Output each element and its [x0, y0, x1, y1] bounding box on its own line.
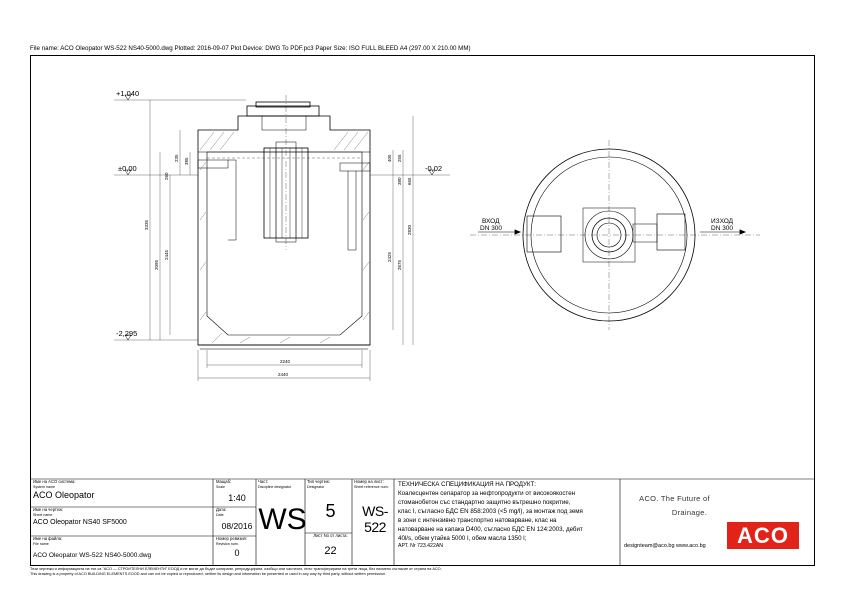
- dim-2830: 2830: [407, 224, 412, 235]
- inlet-label: ВХОД: [482, 218, 500, 225]
- date-label: Дата:: [216, 507, 227, 512]
- type-label: Тип чертеж:: [307, 479, 331, 484]
- dim-2425: 2425: [387, 251, 392, 262]
- scale-label: Мащаб:: [216, 479, 232, 484]
- part-label: Част:: [258, 479, 269, 484]
- tank-inner-cavity: [206, 151, 363, 336]
- sheet-name-label-en: Sheet name: [33, 512, 53, 517]
- date-label-en: Date: [216, 512, 224, 517]
- dim-2675: 2675: [397, 259, 402, 270]
- level-bottom: -2,295: [116, 329, 137, 338]
- dim-255: 255: [397, 154, 402, 162]
- plot-header: File name: ACO Oleopator WS-522 NS40-500…: [30, 45, 471, 52]
- dim-385: 385: [184, 157, 189, 165]
- type-value: 5: [325, 501, 336, 522]
- dim-2240: 2240: [280, 359, 291, 364]
- revision-label-en: Revision num.: [216, 541, 239, 546]
- revision-value: 0: [234, 548, 240, 559]
- part-label-en: Discipline designator: [258, 484, 292, 489]
- level-top: +1,040: [116, 89, 139, 98]
- plan-view: [470, 140, 760, 330]
- dim-2095: 2095: [154, 259, 159, 270]
- copyright-line-en: This drawing is a property of ACO BUILDI…: [30, 571, 387, 576]
- sheet-ref-value: WS-522: [362, 503, 388, 536]
- spec-line: стоманобетон със стандартно защитно вътр…: [398, 499, 571, 506]
- level-outlet: -0,02: [425, 164, 442, 173]
- system-name-value: ACO Oleopator: [33, 490, 95, 501]
- section-view: [114, 94, 450, 381]
- sheet-number-label: Лист No от листа:: [313, 533, 348, 538]
- tank-inner-circle: [530, 156, 688, 314]
- dim-260: 260: [164, 172, 169, 180]
- contact-info: designteam@aco.bg www.aco.bg: [624, 543, 706, 549]
- aco-logo: ACO: [727, 522, 799, 549]
- inlet-size: DN 300: [480, 225, 502, 232]
- type-label-en: Designator: [307, 484, 325, 489]
- sheet-name-value: ACO Oleopator NS40 SF5000: [33, 519, 127, 527]
- system-name-label: Име на ACO система:: [33, 479, 76, 484]
- spec-line: в зони с интензивно транспортно натоварв…: [398, 517, 557, 524]
- spec-line: АРТ. Nr 723.422AN: [398, 543, 444, 549]
- inlet-pipe: [197, 159, 229, 169]
- spec-line: клас I, съгласно БДС EN 858:2003 (<5 mg/…: [398, 508, 583, 515]
- dim-3335: 3335: [144, 219, 149, 230]
- sheet-ref-label-en: Sheet reference num.: [354, 484, 389, 489]
- brand-slogan-line: Drainage.: [671, 508, 708, 517]
- system-name-label-en: System name: [33, 484, 55, 489]
- brand-slogan-line: ACO. The Future of: [639, 494, 710, 503]
- spec-line: 40l/s, обем утайка 5000 l, обем масла 13…: [398, 535, 527, 542]
- spec-line: Коалесцентен сепаратор за нефтопродукти …: [398, 490, 576, 497]
- dim-665: 665: [407, 177, 412, 185]
- file-name-label-en: File name: [33, 541, 49, 546]
- dim-2445: 2445: [164, 249, 169, 260]
- revision-label: Номер ревизия:: [216, 536, 247, 541]
- copyright-footer: Тези чертежи и информацията на тях са "A…: [30, 567, 442, 576]
- dim-235: 235: [174, 154, 179, 162]
- sheet-name-label: Име на чертеж:: [33, 507, 64, 512]
- drawing-frame: [30, 55, 815, 566]
- part-value: WS: [258, 503, 307, 537]
- title-block-grid: [30, 478, 815, 566]
- manhole-cover: [246, 105, 320, 117]
- outlet-pipe: [339, 162, 371, 172]
- sheet-number-value: 22: [324, 544, 337, 557]
- spec-title: ТЕХНИЧЕСКА СПЕЦИФИКАЦИЯ НА ПРОДУКТ:: [398, 481, 537, 488]
- file-name-value: ACO Oleopator WS-522 NS40-5000.dwg: [33, 552, 152, 560]
- outlet-size: DN 300: [711, 225, 733, 232]
- dim-2440: 2440: [278, 372, 289, 377]
- scale-label-en: Scale: [216, 484, 225, 489]
- dim-380: 380: [397, 177, 402, 185]
- sheet-ref-label: Номер на лист:: [354, 479, 384, 484]
- title-block: Име на ACO система: System name ACO Oleo…: [30, 479, 815, 566]
- tank-outer-wall: [197, 115, 371, 346]
- file-name-label: Име на файла:: [33, 536, 63, 541]
- spec-line: натоварване на капака D400, съгласно БДС…: [398, 526, 583, 533]
- dim-405: 405: [387, 154, 392, 162]
- date-value: 08/2016: [221, 521, 253, 532]
- copyright-line-bg: Тези чертежи и информацията на тях са "A…: [30, 567, 442, 571]
- scale-value: 1:40: [228, 493, 246, 504]
- outlet-label: ИЗХОД: [711, 218, 734, 225]
- level-zero: ±0,00: [118, 164, 137, 173]
